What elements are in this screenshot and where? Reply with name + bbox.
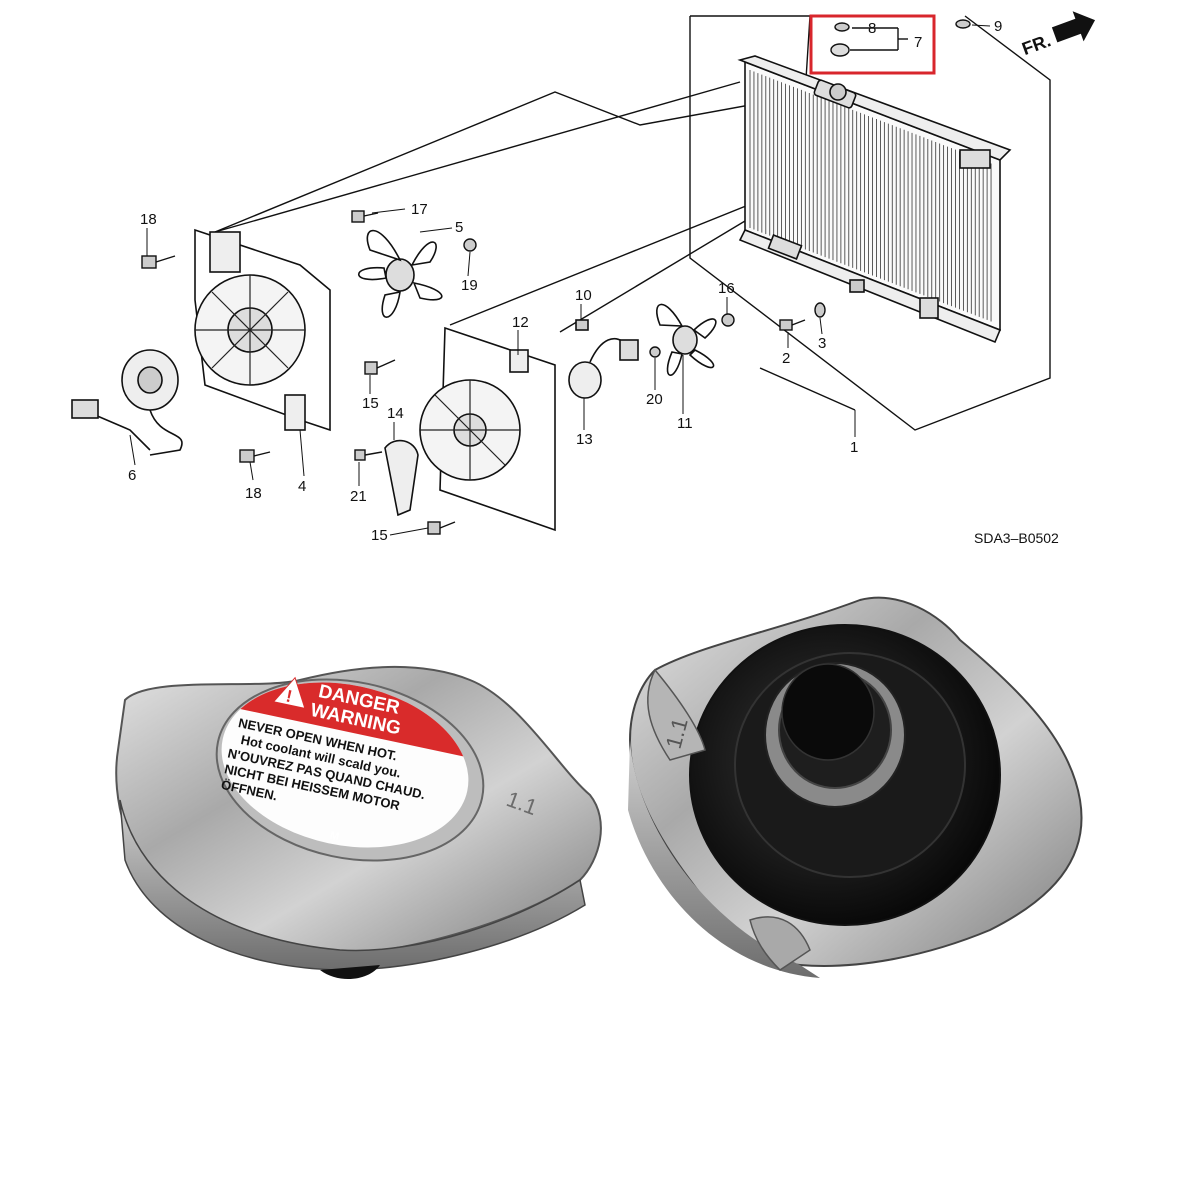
callout-6: 6	[128, 467, 136, 484]
callout-10: 10	[575, 287, 592, 304]
svg-text:!: !	[284, 686, 293, 706]
right-fan-blade	[655, 303, 717, 376]
callout-18b: 18	[245, 485, 262, 502]
highlight-box	[809, 14, 936, 75]
callout-3: 3	[818, 335, 826, 352]
diagram-code: SDA3–B0502	[974, 530, 1059, 546]
callout-7: 7	[914, 34, 922, 51]
callout-13: 13	[576, 431, 593, 448]
callout-16: 16	[718, 280, 735, 297]
callout-2: 2	[782, 350, 790, 367]
direction-label: FR.	[1019, 30, 1053, 59]
callout-19: 19	[461, 277, 478, 294]
callout-9: 9	[994, 18, 1002, 35]
callout-4: 4	[298, 478, 306, 495]
fasteners	[141, 19, 971, 535]
callout-17: 17	[411, 201, 428, 218]
radiator-cap-bottom: 1.1	[628, 596, 1083, 978]
radiator-cap-top: ! DANGER WARNING NEVER OPEN WHEN HOT. Ho…	[115, 660, 602, 980]
callout-labels: 1 2 3 4 5 6 7 8 9 10 11 12 13 14 15 15 1…	[128, 18, 1002, 544]
callout-21: 21	[350, 488, 367, 505]
product-photos: ! DANGER WARNING NEVER OPEN WHEN HOT. Ho…	[115, 596, 1083, 980]
fan-bracket	[384, 439, 419, 517]
left-fan-blade	[357, 229, 443, 318]
callout-8: 8	[868, 20, 876, 37]
callout-15b: 15	[371, 527, 388, 544]
callout-14: 14	[387, 405, 404, 422]
left-fan-shroud	[194, 228, 331, 432]
bracket-7-8	[850, 27, 908, 51]
leader-lines	[129, 24, 991, 536]
right-fan-shroud	[419, 326, 556, 532]
callout-1: 1	[850, 439, 858, 456]
callout-12: 12	[512, 314, 529, 331]
label-mark: M	[329, 830, 340, 844]
callout-18a: 18	[140, 211, 157, 228]
right-fan-motor	[568, 319, 639, 399]
radiator	[737, 55, 1012, 344]
callout-5: 5	[455, 219, 463, 236]
callout-15a: 15	[362, 395, 379, 412]
callout-20: 20	[646, 391, 663, 408]
front-direction-arrow: FR.	[1019, 11, 1096, 59]
callout-11: 11	[677, 415, 693, 432]
parts-diagram: FR. 1 2 3 4 5 6 7 8 9 10 11 12 13 14 15 …	[71, 11, 1096, 546]
left-fan-motor	[71, 349, 183, 456]
